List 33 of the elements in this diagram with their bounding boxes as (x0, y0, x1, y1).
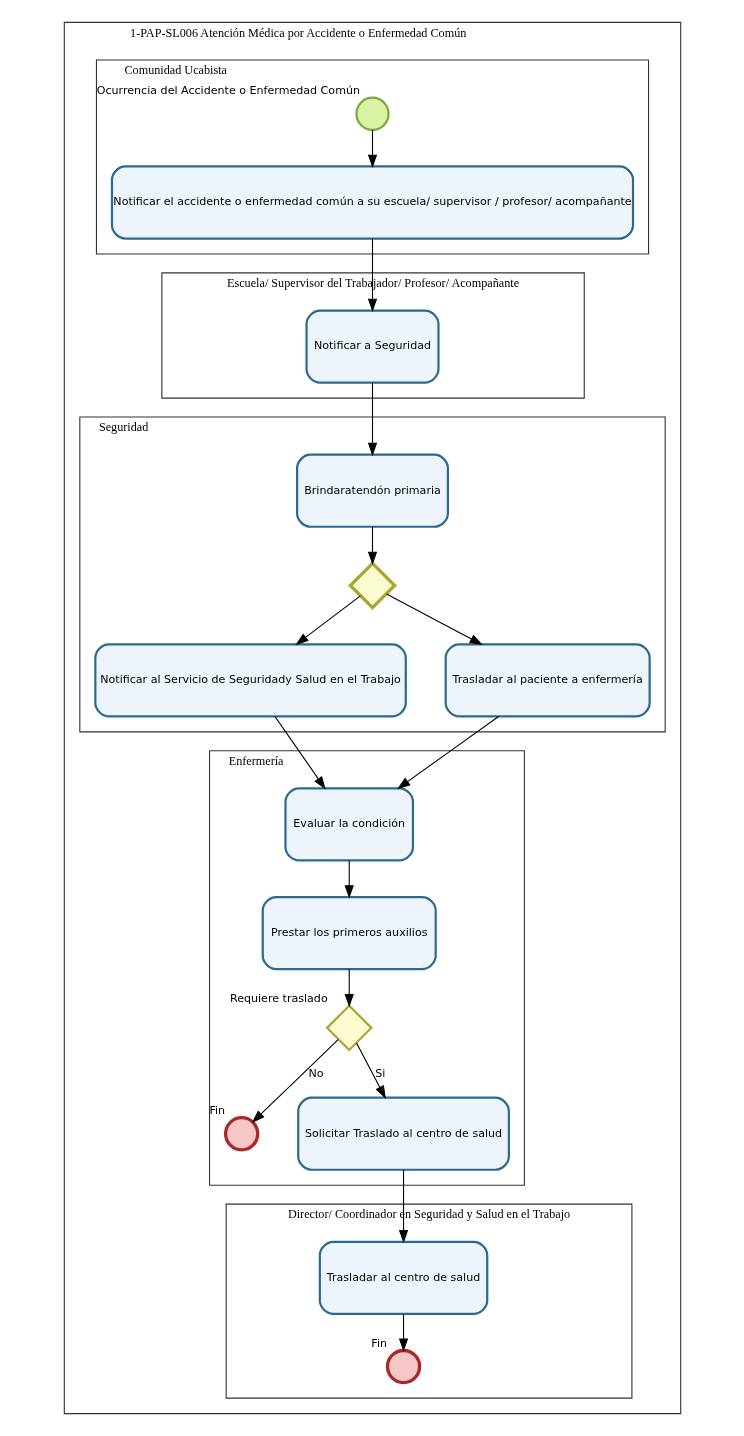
node-box: Notificar a Seguridad (304, 309, 440, 384)
node-box: Notificar el accidente o enfermedad común a su escuela/ supervisor / profesor/ acompañante (110, 165, 634, 240)
edge-label: Si (374, 1066, 385, 1080)
arrow (355, 1042, 386, 1099)
node-label: Fin (208, 1104, 225, 1118)
node-box: Evaluar la condición (283, 787, 414, 862)
arrow (396, 715, 499, 790)
arrow (367, 526, 377, 566)
node-box: Trasladar al paciente a enfermería (444, 643, 651, 718)
node-box: Solicitar Traslado al centro de salud (296, 1096, 510, 1171)
node-box: Notificar al Servicio de Seguridady Salud en el Trabajo (93, 643, 407, 718)
node-label: Requiere traslado (229, 992, 328, 1006)
node-box: Prestar los primeros auxilios (261, 895, 437, 971)
node-box: Brindaratendón primaria (295, 453, 449, 528)
arrow (367, 238, 377, 313)
node-circle (223, 1116, 259, 1152)
arrow (251, 1039, 339, 1123)
arrow (273, 715, 326, 790)
node-box: Trasladar al centro de salud (318, 1240, 488, 1315)
arrow (344, 968, 354, 1008)
node-circle (385, 1348, 421, 1385)
node-circle (354, 96, 390, 131)
arrow (398, 1313, 408, 1352)
edge-label: No (307, 1066, 323, 1080)
arrow (367, 382, 377, 457)
node-diamond (347, 561, 397, 611)
node-diamond (325, 1004, 373, 1052)
arrow (344, 860, 354, 899)
arrow (367, 129, 377, 169)
arrow (385, 593, 483, 645)
arrow (294, 595, 361, 646)
node-label: Ocurrencia del Accidente o Enfermedad Común (96, 84, 360, 98)
node-label: Fin (370, 1337, 387, 1351)
